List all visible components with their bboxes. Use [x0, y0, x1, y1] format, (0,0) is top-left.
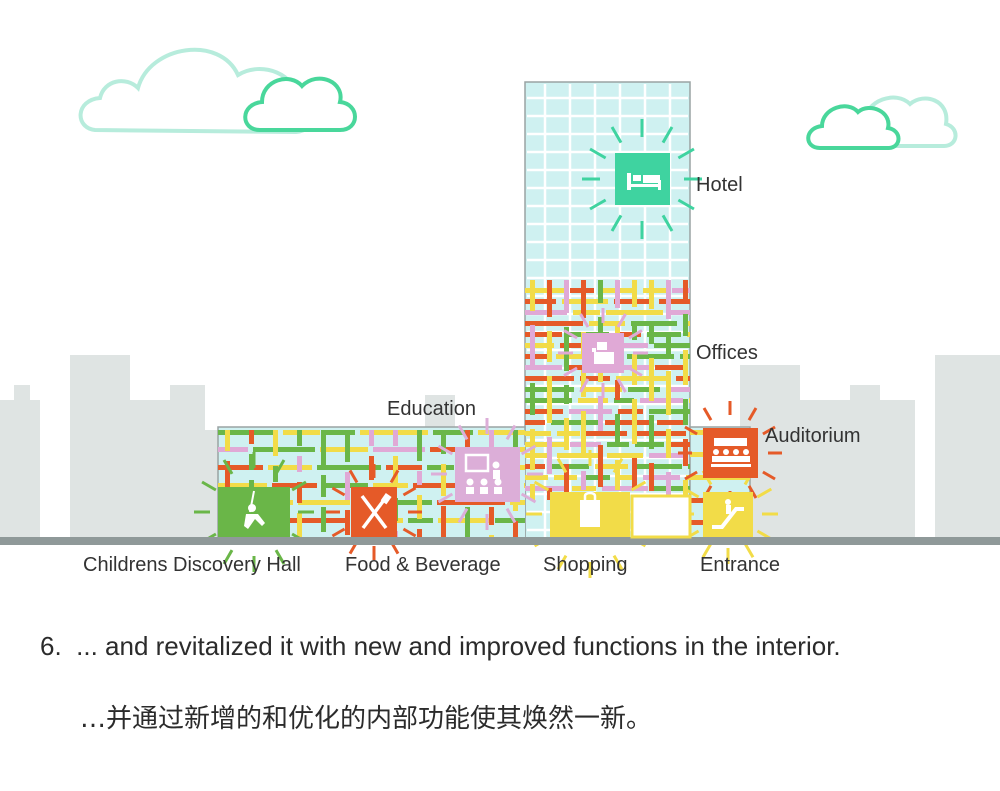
fork-knife-icon [351, 487, 397, 537]
label-auditorium: Auditorium [765, 425, 861, 447]
label-entrance: Entrance [700, 554, 781, 576]
label-education: Education [387, 398, 476, 420]
label-shopping: Shopping [543, 554, 628, 576]
label-food-beverage: Food & Beverage [345, 554, 501, 576]
caption-chinese: …并通过新增的和优化的内部功能使其焕然一新。 [80, 704, 653, 734]
swing-icon [218, 487, 290, 537]
label-childrens-discovery-hall: Childrens Discovery Hall [83, 554, 301, 576]
bed-icon [615, 153, 670, 205]
label-offices: Offices [696, 342, 758, 364]
escalator-icon [703, 492, 753, 537]
desk-icon [582, 333, 624, 373]
caption-number: 6. [40, 631, 62, 661]
caption-english: 6. ... and revitalized it with new and i… [40, 633, 841, 659]
caption-english-text: ... and revitalized it with new and impr… [76, 631, 841, 661]
theater-seats-icon [703, 428, 758, 478]
shopping-unit [630, 494, 692, 539]
cloud-icon-right-front [806, 104, 901, 150]
cloud-icon-left-front [243, 76, 357, 132]
shopping-bag-icon [550, 491, 630, 537]
ground-line [0, 537, 1000, 545]
classroom-icon [455, 447, 520, 502]
label-hotel: Hotel [696, 174, 743, 196]
